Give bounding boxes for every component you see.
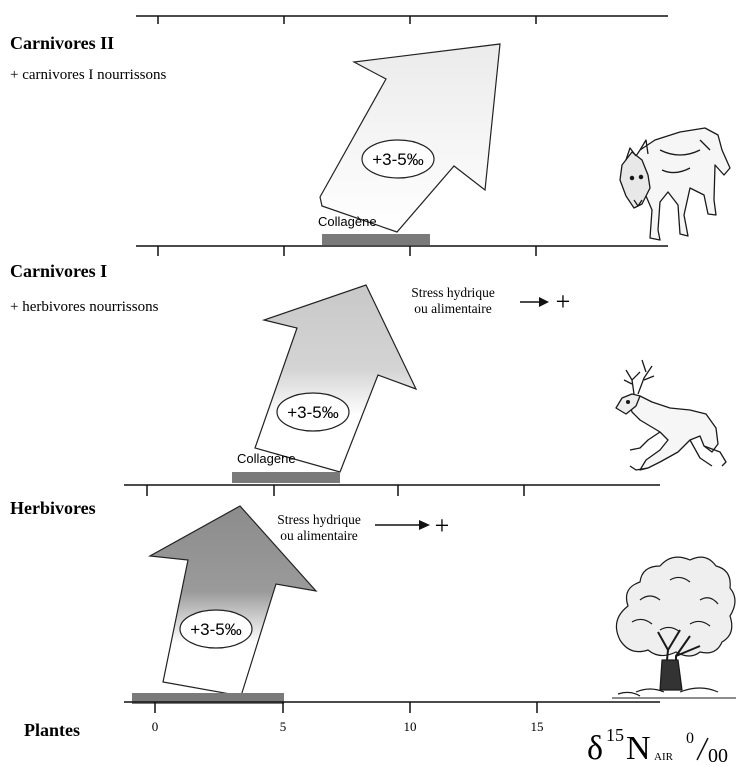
collagen-bar-carnivores1 <box>232 472 340 483</box>
level-title-carnivores1: Carnivores I <box>10 261 107 281</box>
plant-bar <box>132 693 284 704</box>
axis-label-mass: 15 <box>606 725 624 745</box>
axis-label-element: N <box>626 730 651 767</box>
stress-arrow-carnivores1 <box>520 297 549 307</box>
stress-plus-herbivores: + <box>435 511 450 540</box>
collagen-bar-carnivores2 <box>322 234 430 245</box>
stress-plus-carnivores1: + <box>556 287 571 316</box>
axis-tick-10: 10 <box>404 719 417 734</box>
collagen-label-carnivores1: Collagène <box>237 451 296 466</box>
stress-arrow-herbivores <box>375 520 430 530</box>
stress-label-line1-herbivores: Stress hydrique <box>277 512 361 527</box>
axis-bottom <box>124 701 660 713</box>
axis-label: δ 15 N AIR 0 00 <box>587 725 728 767</box>
wolf-icon <box>619 127 731 241</box>
axis-carnivores2-top <box>136 15 668 24</box>
deer-icon <box>615 359 727 471</box>
axis-carnivores1-top <box>136 245 668 256</box>
enrichment-arrow-herbivores <box>148 505 318 697</box>
axis-label-ref: AIR <box>654 751 674 763</box>
enrichment-ellipse-carnivores1 <box>276 392 350 432</box>
axis-tick-5: 5 <box>280 719 287 734</box>
enrichment-ellipse-herbivores <box>179 609 253 649</box>
enrichment-arrow-carnivores1 <box>254 284 418 473</box>
enrichment-label-herbivores: +3-5‰ <box>190 620 242 639</box>
stress-label-line2-herbivores: ou alimentaire <box>280 528 358 543</box>
axis-tick-15: 15 <box>531 719 544 734</box>
stress-label-line1-carnivores1: Stress hydrique <box>411 285 495 300</box>
level-subtitle-carnivores2: + carnivores I nourrissons <box>10 67 167 83</box>
level-title-herbivores: Herbivores <box>10 498 96 518</box>
enrichment-label-carnivores1: +3-5‰ <box>287 403 339 422</box>
axis-label-delta: δ <box>587 730 603 767</box>
collagen-label-carnivores2: Collagène <box>318 214 377 229</box>
axis-label-unit-den: 00 <box>708 745 728 767</box>
axis-label-unit-slash <box>696 737 709 761</box>
tree-icon <box>612 556 736 699</box>
axis-label-unit-num: 0 <box>686 730 694 747</box>
level-subtitle-carnivores1: + herbivores nourrissons <box>10 299 159 315</box>
level-title-plantes: Plantes <box>24 720 80 740</box>
enrichment-label-carnivores2: +3-5‰ <box>372 150 424 169</box>
level-title-carnivores2: Carnivores II <box>10 33 114 53</box>
axis-tick-0: 0 <box>152 719 159 734</box>
stress-label-line2-carnivores1: ou alimentaire <box>414 301 492 316</box>
axis-herbivores-top <box>124 484 660 496</box>
enrichment-ellipse-carnivores2 <box>361 139 435 179</box>
enrichment-arrow-carnivores2 <box>319 43 501 233</box>
